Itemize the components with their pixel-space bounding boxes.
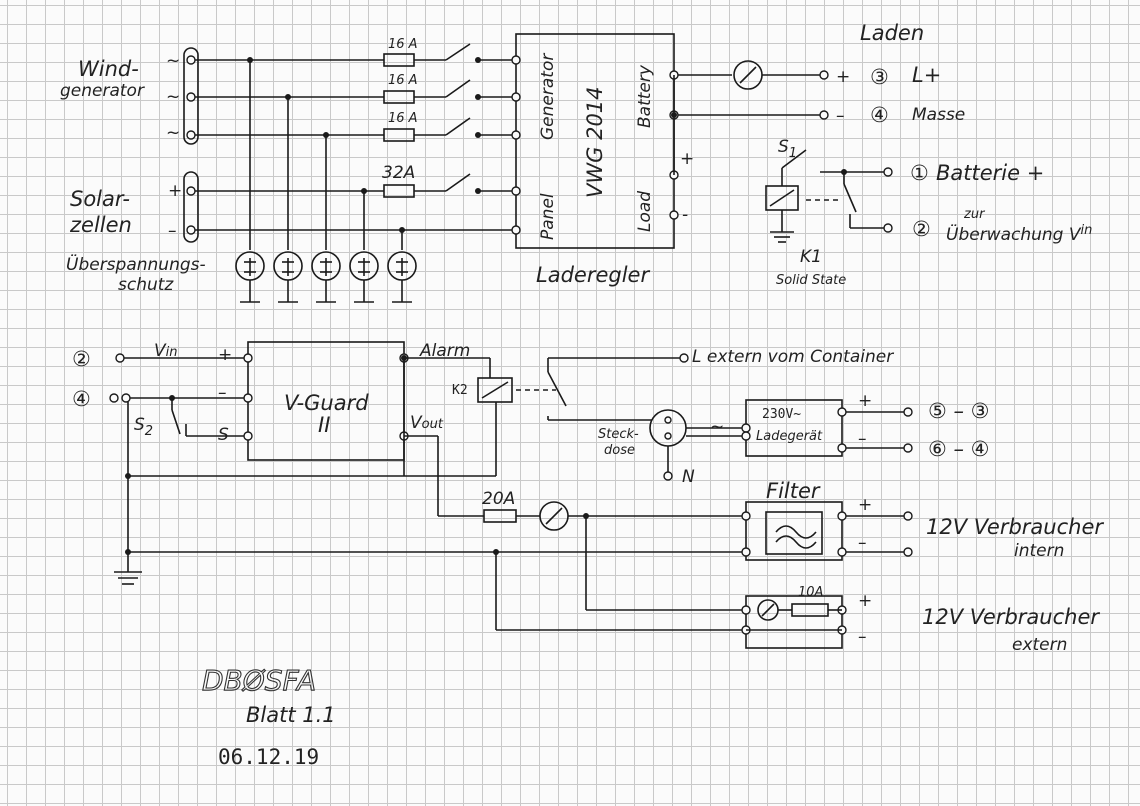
wind-generator-label: Wind- <box>78 57 139 81</box>
relay-k1 <box>765 149 893 243</box>
terminal-1-label: Batterie + <box>936 161 1044 185</box>
vin-label: Vin <box>154 341 178 361</box>
external-line-label: L extern vom Container <box>692 347 894 367</box>
terminal-3: ③ <box>870 65 889 89</box>
surge-label-2: schutz <box>118 275 174 295</box>
panel-port-label: Panel <box>538 193 558 240</box>
input-wiring <box>195 57 516 250</box>
source-inputs: ~ ~ ~ + – <box>166 47 199 243</box>
switch-s1: S1 <box>778 137 797 161</box>
svg-text:–: – <box>858 627 867 647</box>
charger-label: 230V~ <box>762 407 801 422</box>
svg-text:20A: 20A <box>482 489 515 509</box>
vguard-unit: V-Guard II + – S <box>218 341 409 461</box>
svg-text:–: – <box>168 221 177 241</box>
switch-s2: S2 <box>134 415 153 439</box>
k1-type: Solid State <box>776 273 846 288</box>
svg-text:+: + <box>858 495 872 515</box>
svg-text:+: + <box>858 391 872 411</box>
controller-caption: Laderegler <box>536 263 650 287</box>
charge-title: Laden <box>860 21 924 45</box>
internal-load-label-2: intern <box>1014 541 1064 561</box>
controller-model: VWG 2014 <box>583 86 607 198</box>
charger-label-2: Ladegerät <box>756 429 823 444</box>
solar-label-2: zellen <box>69 213 132 237</box>
alarm-label: Alarm <box>419 341 470 361</box>
relay-k2 <box>401 353 689 476</box>
terminal-2-label: Überwachung Vin <box>946 223 1092 245</box>
internal-load-label: 12V Verbraucher <box>926 515 1104 539</box>
k1-name: K1 <box>800 247 822 267</box>
charge-controller: Generator Panel VWG 2014 Battery Load + … <box>511 33 694 287</box>
k2-name: K2 <box>452 383 468 398</box>
vguard-gnd-terminal: ④ <box>72 387 91 411</box>
load-port-label: Load <box>635 191 655 232</box>
input-switches <box>445 43 471 192</box>
svg-text:+: + <box>168 181 182 201</box>
charge-output: + – <box>671 60 850 175</box>
charger-out-minus: ⑥ – ④ <box>928 437 990 461</box>
ground-rail <box>114 402 742 631</box>
solar-label: Solar- <box>70 187 130 211</box>
terminal-4-label: Masse <box>912 105 965 125</box>
fuse-32a: 32A <box>382 163 415 198</box>
charger-out-plus: ⑤ – ③ <box>928 399 990 423</box>
call-sign: DBØSFA <box>202 664 316 697</box>
fuse-16a-1: 16 A <box>383 37 418 67</box>
filter: + – <box>741 495 913 561</box>
svg-text:+: + <box>858 591 872 611</box>
sheet-number: Blatt 1.1 <box>246 703 336 727</box>
vguard-in-terminal: ② <box>72 347 91 371</box>
surge-label: Überspannungs- <box>66 253 206 275</box>
generator-port-label: Generator <box>538 53 558 140</box>
svg-text:16 A: 16 A <box>388 37 418 52</box>
svg-text:~: ~ <box>166 123 180 143</box>
fuse-16a-2: 16 A <box>383 73 418 104</box>
fuse-16a-3: 16 A <box>383 111 418 142</box>
svg-text:16 A: 16 A <box>388 73 418 88</box>
external-load-label: 12V Verbraucher <box>922 605 1100 629</box>
terminal-2: ② <box>912 217 931 241</box>
svg-text:~: ~ <box>166 87 180 107</box>
terminal-3-label: L+ <box>912 63 941 87</box>
charger: + – <box>741 391 913 457</box>
svg-text:–: – <box>218 383 227 403</box>
svg-text:16 A: 16 A <box>388 111 418 126</box>
vguard-name: V-Guard <box>284 391 369 415</box>
svg-text:~: ~ <box>166 51 180 71</box>
socket-label-2: dose <box>604 443 635 458</box>
svg-text:–: – <box>858 533 867 553</box>
external-load-box: 10A + – <box>741 585 872 649</box>
sheet-date: 06.12.19 <box>218 745 319 769</box>
svg-text:S: S <box>218 425 229 445</box>
svg-text:–: – <box>858 429 867 449</box>
svg-text:–: – <box>836 106 845 126</box>
svg-text:+: + <box>680 149 694 169</box>
load-supply: 20A <box>404 435 742 611</box>
terminal-2-label-top: zur <box>963 207 986 222</box>
terminal-1: ① <box>910 161 929 185</box>
socket-label: Steck- <box>598 427 639 442</box>
socket <box>649 409 742 481</box>
terminal-4: ④ <box>870 103 889 127</box>
wind-generator-label-2: generator <box>60 81 145 101</box>
surge-arresters <box>235 251 417 303</box>
svg-text:+: + <box>836 67 850 87</box>
vout-label: Vout <box>410 413 444 433</box>
vguard-roman: II <box>318 413 330 437</box>
svg-text:10A: 10A <box>798 585 823 600</box>
filter-label: Filter <box>766 479 821 503</box>
battery-port-label: Battery <box>635 64 655 128</box>
external-load-label-2: extern <box>1012 635 1067 655</box>
socket-tilde: ~ <box>710 417 724 437</box>
svg-text:-: - <box>682 205 688 225</box>
svg-text:+: + <box>218 345 232 365</box>
svg-text:32A: 32A <box>382 163 415 183</box>
neutral-label: N <box>682 467 695 487</box>
